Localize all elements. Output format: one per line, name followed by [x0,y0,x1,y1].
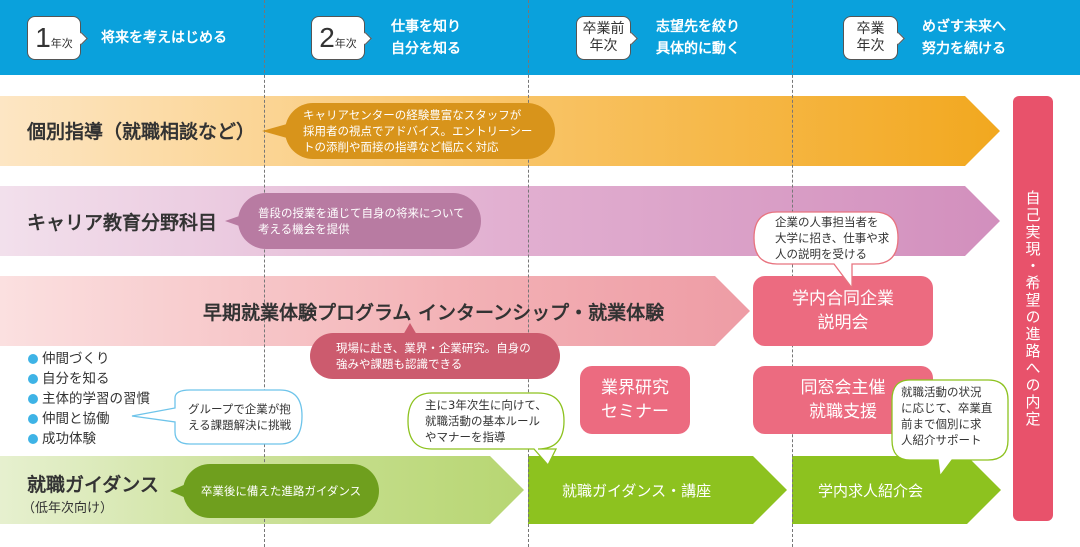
row-title-guidance: 就職ガイダンス [27,474,159,496]
header-col-pre-grad: 卒業前 年次 志望先を絞り 具体的に動く [576,0,740,75]
year-badge: 卒業 年次 [843,15,898,60]
pink-arrow [0,276,750,346]
green-arrow [792,456,1001,524]
header-col-year1: 1 年次 将来を考えはじめる [27,0,227,75]
header-text: 志望先を絞り 具体的に動く [656,18,740,57]
bubble-individual: キャリアセンターの経験豊富なスタッフが 採用者の視点でアドバイス。エントリーシー… [285,103,555,159]
seminar-bubble-outline [407,392,565,467]
badge-number: 1 [35,21,51,53]
bullet-dot-icon [28,394,38,404]
header-col-grad: 卒業 年次 めざす未来へ 努力を続ける [843,0,1006,75]
row-title-internship: 早期就業体験プログラム インターンシップ・就業体験 [203,302,665,324]
column-divider [264,0,265,547]
green-arrow [528,456,787,524]
badge-number: 2 [319,21,335,53]
bullet-dot-icon [28,354,38,364]
header-text: 仕事を知り 自分を知る [391,18,461,57]
list-item: 成功体験 [28,429,150,449]
header-text: めざす未来へ 努力を続ける [922,18,1006,57]
skills-list: 仲間づくり 自分を知る 主体的学習の習慣 仲間と協働 成功体験 [28,349,150,449]
job-fair-bubble-outline [891,379,1009,478]
box-industry-seminar: 業界研究 セミナー [580,366,690,434]
seminar-bubble: 主に3年次生に向けて、 就職活動の基本ルール やマナーを指導 [425,398,547,444]
row-title-individual: 個別指導（就職相談など） [27,121,256,143]
list-item: 仲間づくり [28,349,150,369]
label-job-fair: 学内求人紹介会 [818,482,924,500]
row-subtitle-guidance: （低年次向け） [22,501,114,516]
bubble-tail [225,214,245,228]
bullet-dot-icon [28,434,38,444]
list-item: 主体的学習の習慣 [28,389,150,409]
stripe-internship [0,276,760,346]
bubble-guidance: 卒業後に備えた進路ガイダンス [183,464,379,518]
badge-unit: 年次 [334,36,357,50]
row-title-career: キャリア教育分野科目 [27,212,218,234]
label-guidance-seminar: 就職ガイダンス・講座 [562,482,712,500]
job-fair-bubble: 就職活動の状況 に応じて、卒業直 前まで個別に求 人紹介サポート [901,385,993,447]
year-badge: 1 年次 [27,15,81,60]
box-company-fair: 学内合同企業 説明会 [753,276,933,346]
badge-unit: 年次 [50,36,73,50]
column-divider [792,0,793,547]
header-col-year2: 2 年次 仕事を知り 自分を知る [311,0,461,75]
list-item: 仲間と協働 [28,409,150,429]
company-fair-bubble-outline [753,211,899,290]
header-bar: 1 年次 将来を考えはじめる 2 年次 仕事を知り 自分を知る 卒業前 年次 志… [0,0,1080,75]
bubble-internship: 現場に赴き、業界・企業研究。自身の 強みや課題も認識できる [310,333,560,379]
group-bubble: グループで企業が抱 える課題解決に挑戦 [188,402,292,432]
year-badge: 卒業前 年次 [576,15,631,60]
goal-bar: 自己実現・希望の進路への内定 [1013,96,1053,521]
stripe-job-fair [792,456,1007,524]
year-badge: 2 年次 [311,15,365,60]
bubble-tail [403,323,417,335]
bubble-career: 普段の授業を通じて自身の将来について 考える機会を提供 [238,193,481,249]
bubble-tail [170,484,186,498]
stripe-guidance-seminar [528,456,798,524]
bubble-tail [262,124,287,138]
header-text: 将来を考えはじめる [101,29,227,46]
list-item: 自分を知る [28,369,150,389]
group-bubble-outline [131,389,303,445]
goal-text: 自己実現・希望の進路への内定 [1023,189,1042,428]
company-fair-bubble: 企業の人事担当者を 大学に招き、仕事や求 人の説明を受ける [775,215,890,261]
bullet-dot-icon [28,414,38,424]
bullet-dot-icon [28,374,38,384]
column-divider [528,0,529,547]
